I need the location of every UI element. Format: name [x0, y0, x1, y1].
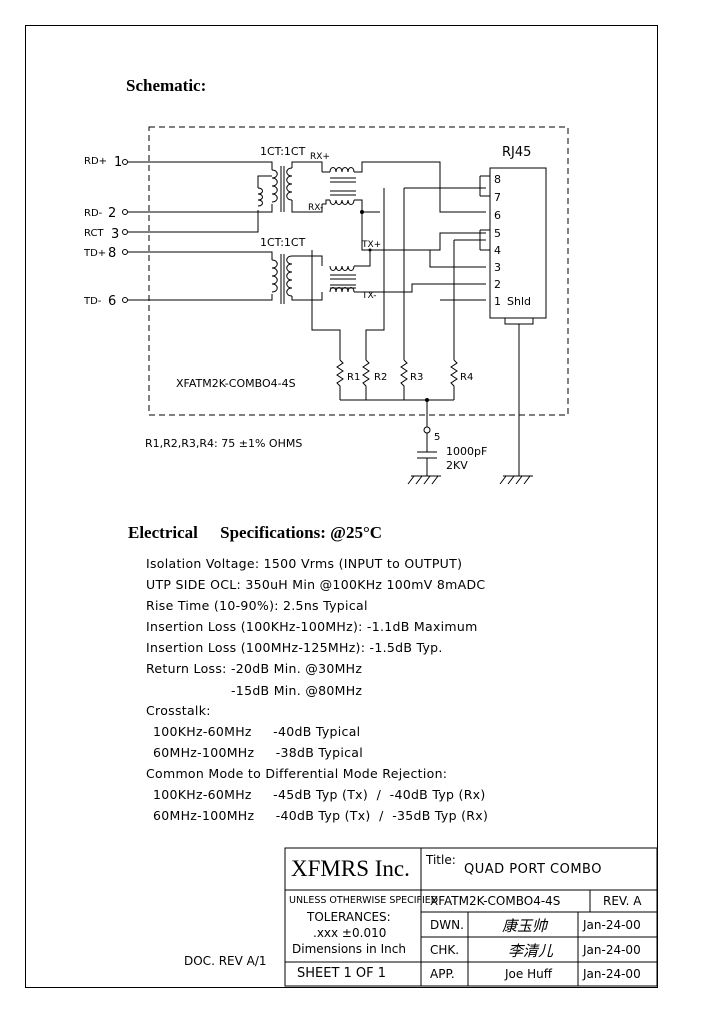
- schematic-heading: Schematic:: [126, 76, 207, 95]
- rj45-pin-1: 1: [494, 295, 501, 308]
- rj45-label: RJ45: [502, 145, 531, 160]
- pin-circle-6: [122, 297, 128, 303]
- doc-revision: DOC. REV A/1: [184, 954, 267, 968]
- rj45-pin-8: 8: [494, 173, 501, 186]
- pin-label-td-minus: TD-: [83, 296, 102, 307]
- resistor-note: R1,R2,R3,R4: 75 ±1% OHMS: [145, 437, 302, 450]
- chk-date: Jan-24-00: [583, 943, 641, 957]
- ratio-top: 1CT:1CT: [260, 145, 306, 158]
- spec-line: Rise Time (10-90%): 2.5ns Typical: [146, 598, 368, 613]
- rj45-pin-6: 6: [494, 209, 501, 222]
- spec-line: Crosstalk:: [146, 703, 211, 718]
- app-date: Jan-24-00: [583, 967, 641, 981]
- spec-line: 60MHz-100MHz -38dB Typical: [153, 745, 364, 760]
- sheet-border: [25, 25, 658, 988]
- spec-line: Return Loss: -20dB Min. @30MHz: [146, 661, 363, 676]
- rx-minus-label: RX-: [308, 203, 323, 213]
- rj45-pin-2: 2: [494, 278, 501, 291]
- pin-num-8: 8: [108, 246, 116, 261]
- tolerance-header: UNLESS OTHERWISE SPECIFIED: [289, 895, 439, 906]
- pin-label-td-plus: TD+: [83, 248, 106, 259]
- cap-voltage-label: 2KV: [446, 459, 468, 472]
- dimensions-note: Dimensions in Inch: [292, 942, 406, 956]
- spec-line: Common Mode to Differential Mode Rejecti…: [146, 766, 448, 781]
- part-number: XFATM2K-COMBO4-4S: [430, 894, 561, 908]
- spec-line: 60MHz-100MHz -40dB Typ (Tx) / -35dB Typ …: [153, 808, 489, 823]
- company-name: XFMRS Inc.: [291, 856, 410, 881]
- tolerance-value: .xxx ±0.010: [313, 926, 387, 940]
- dwn-date: Jan-24-00: [583, 918, 641, 932]
- resistor-r1-label: R1: [347, 372, 360, 383]
- pin-label-rct: RCT: [84, 228, 104, 239]
- sheet-number: SHEET 1 OF 1: [297, 966, 387, 981]
- rj45-pin-7: 7: [494, 191, 501, 204]
- pin-circle-3: [122, 229, 128, 235]
- spec-line: Isolation Voltage: 1500 Vrms (INPUT to O…: [146, 556, 463, 571]
- pin-circle-8: [122, 249, 128, 255]
- node-5-label: 5: [434, 432, 440, 443]
- pin-circle-2: [122, 209, 128, 215]
- title-value: QUAD PORT COMBO: [464, 862, 602, 877]
- pin-num-2: 2: [108, 206, 116, 221]
- tx-minus-label: TX-: [361, 291, 376, 301]
- pin-label-rd-plus: RD+: [84, 156, 107, 167]
- electrical-heading-suffix: Specifications: @25°C: [220, 523, 383, 542]
- part-label: XFATM2K-COMBO4-4S: [176, 377, 296, 390]
- title-label: Title:: [426, 853, 456, 867]
- chk-label: CHK.: [430, 943, 460, 957]
- pin-num-6: 6: [108, 294, 116, 309]
- pin-num-1: 1: [114, 155, 122, 170]
- pin-label-rd-minus: RD-: [84, 208, 103, 219]
- spec-line: Insertion Loss (100MHz-125MHz): -1.5dB T…: [146, 640, 443, 655]
- dwn-label: DWN.: [430, 918, 464, 932]
- spec-line: 100KHz-60MHz -45dB Typ (Tx) / -40dB Typ …: [153, 787, 486, 802]
- spec-line: Insertion Loss (100KHz-100MHz): -1.1dB M…: [146, 619, 478, 634]
- revision: REV. A: [603, 894, 642, 908]
- electrical-heading: Electrical Specifications: @25°C: [128, 523, 382, 543]
- rj45-pin-3: 3: [494, 261, 501, 274]
- app-label: APP.: [430, 967, 455, 981]
- resistor-r2-label: R2: [374, 372, 387, 383]
- electrical-heading-prefix: Electrical: [128, 523, 198, 542]
- spec-line: UTP SIDE OCL: 350uH Min @100KHz 100mV 8m…: [146, 577, 486, 592]
- spec-line: 100KHz-60MHz -40dB Typical: [153, 724, 361, 739]
- chk-signature: 李清儿: [508, 944, 554, 960]
- tx-plus-label: TX+: [361, 240, 381, 250]
- app-name: Joe Huff: [505, 967, 552, 981]
- rj45-pin-5: 5: [494, 227, 501, 240]
- spec-line: -15dB Min. @80MHz: [231, 683, 363, 698]
- dwn-signature: 康玉帅: [502, 919, 548, 935]
- pin-num-3: 3: [111, 227, 119, 242]
- rj45-pin-4: 4: [494, 244, 501, 257]
- cap-value-label: 1000pF: [446, 445, 487, 458]
- resistor-r4-label: R4: [460, 372, 473, 383]
- pin-circle-1: [122, 159, 128, 165]
- schematic-diagram: RD+ 1 RD- 2 RCT 3 TD+ 8 TD- 6: [83, 126, 569, 485]
- ratio-bottom: 1CT:1CT: [260, 236, 306, 249]
- rx-plus-label: RX+: [310, 152, 330, 162]
- resistor-r3-label: R3: [410, 372, 423, 383]
- tolerances-label: TOLERANCES:: [307, 910, 391, 924]
- shield-label: Shld: [507, 295, 531, 308]
